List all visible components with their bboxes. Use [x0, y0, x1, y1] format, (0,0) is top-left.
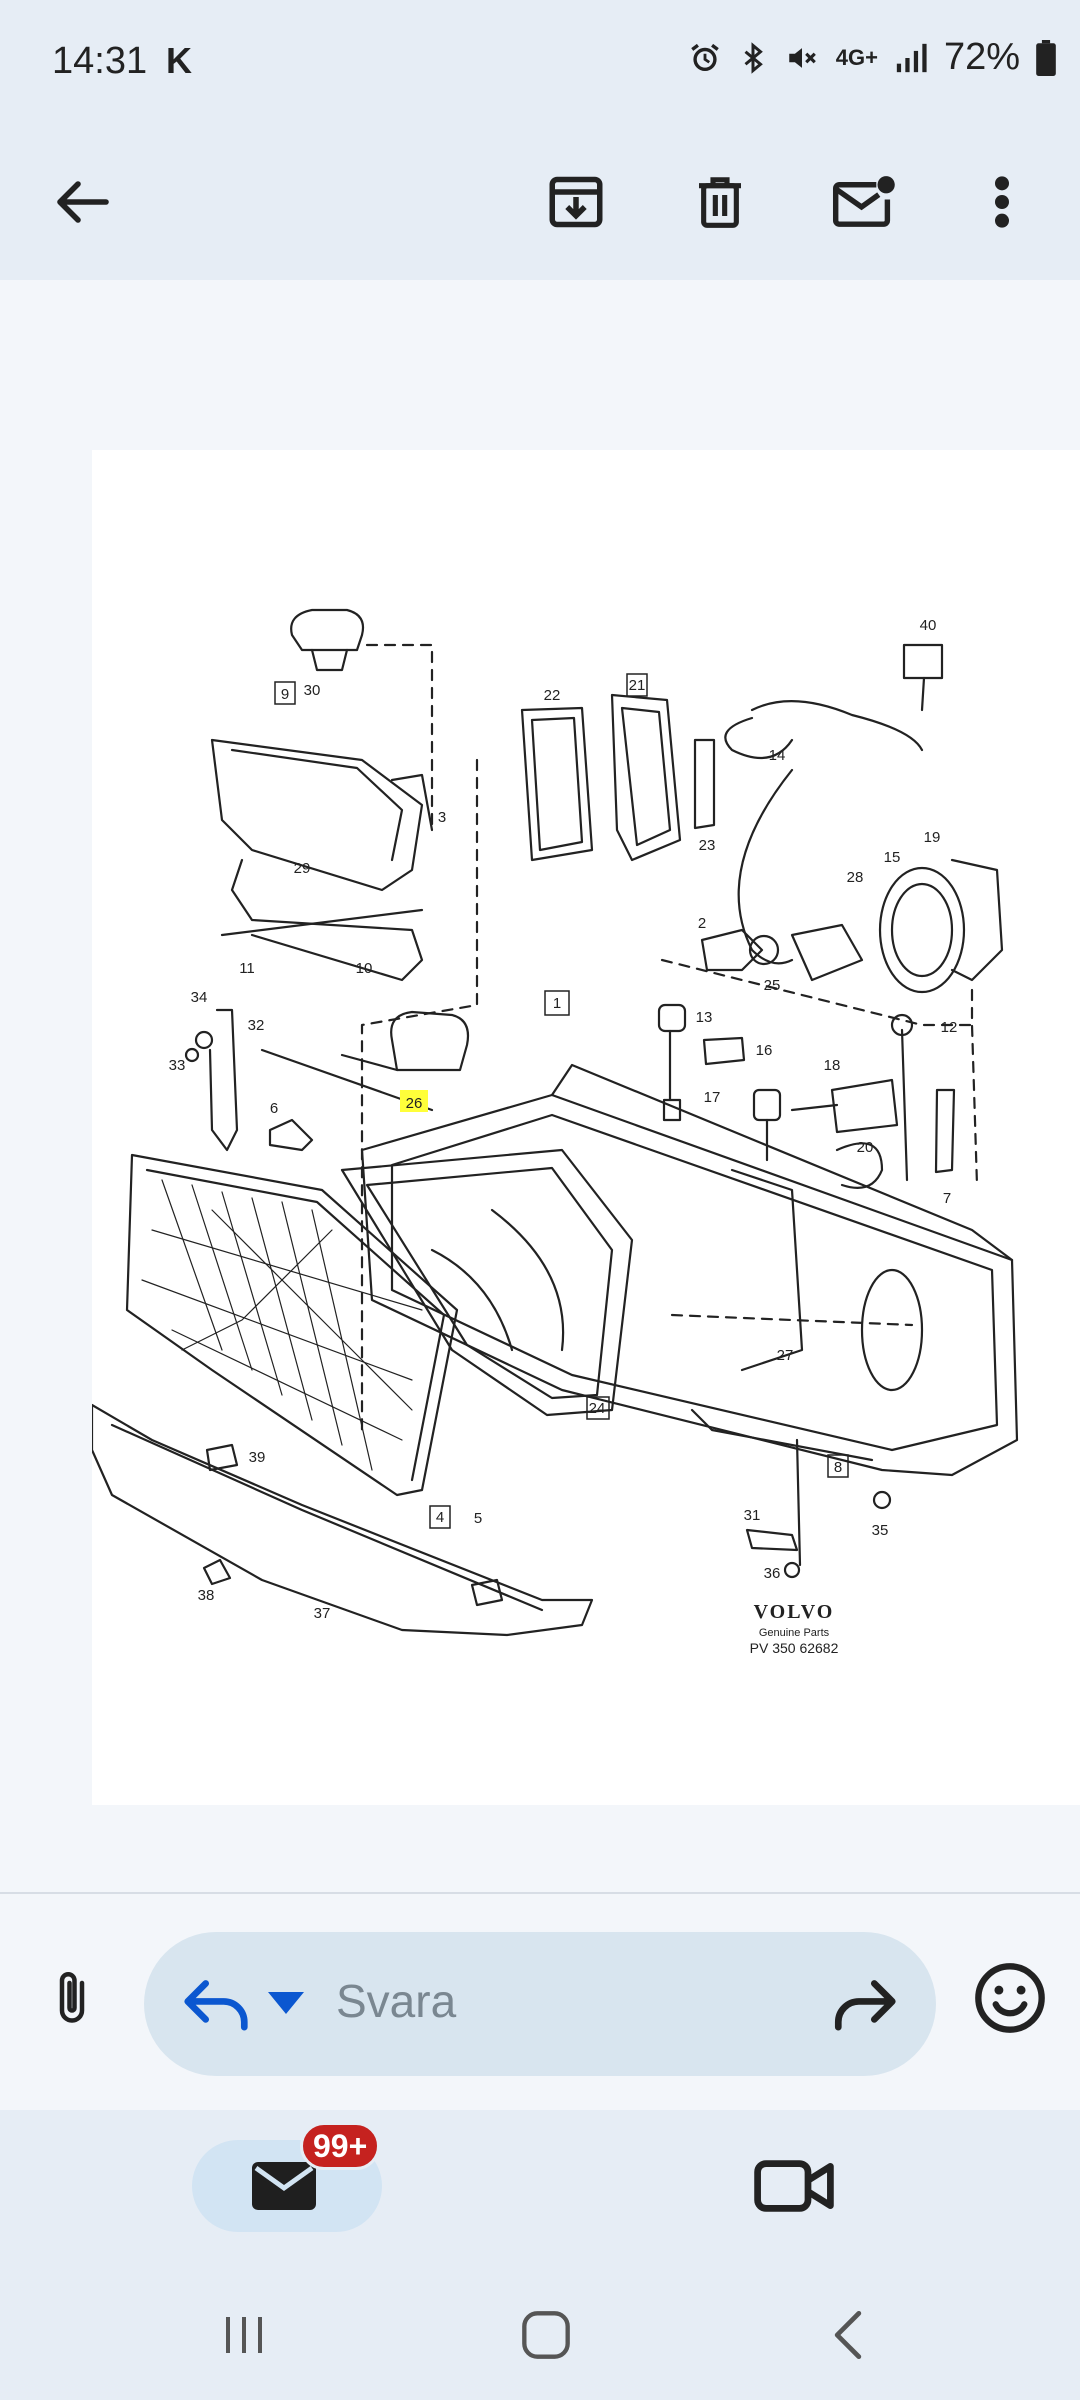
clock: 14:31: [52, 40, 148, 82]
forward-icon[interactable]: [828, 1972, 900, 2036]
part-label: 13: [696, 1009, 713, 1026]
reply-placeholder: Svara: [336, 1975, 457, 2027]
home-icon: [522, 2311, 570, 2359]
mute-icon: [788, 47, 816, 68]
reply-icon: [184, 1980, 248, 2031]
part-label: 4: [436, 1509, 444, 1526]
part-label: 21: [629, 677, 646, 694]
part-label: 27: [777, 1347, 794, 1364]
part-label: 33: [169, 1057, 186, 1074]
part-label: 19: [924, 829, 941, 846]
reply-divider: [0, 1892, 1080, 1894]
alarm-icon: [690, 43, 719, 71]
email-body: 30 9 29 3 11 10 22 21 23 14 40 19 15 28 …: [0, 280, 1080, 1892]
part-label: 25: [764, 977, 781, 994]
emoji-icon[interactable]: [972, 1960, 1048, 2036]
archive-icon: [549, 176, 603, 228]
reply-bar: Svara: [0, 1894, 1080, 2110]
chevron-down-icon[interactable]: [268, 1992, 304, 2016]
part-label: 37: [314, 1605, 331, 1622]
part-label: 26: [406, 1095, 423, 1112]
part-label: 15: [884, 849, 901, 866]
part-label: 2: [698, 915, 706, 932]
part-label: 3: [438, 809, 446, 826]
recent-apps-button[interactable]: [204, 2300, 284, 2370]
part-label: 36: [764, 1565, 781, 1582]
mark-unread-button[interactable]: [816, 154, 912, 250]
carrier-label: K: [166, 40, 192, 81]
part-label: 5: [474, 1510, 482, 1527]
signal-icon: [896, 43, 927, 72]
part-label: 16: [756, 1042, 773, 1059]
part-label: 23: [699, 837, 716, 854]
part-label: 10: [356, 960, 373, 977]
part-label: 22: [544, 687, 561, 704]
part-label: 17: [704, 1089, 721, 1106]
archive-button[interactable]: [528, 154, 624, 250]
diagram-subtitle: Genuine Parts: [759, 1627, 830, 1639]
reply-field[interactable]: Svara: [144, 1932, 936, 2076]
delete-button[interactable]: [672, 154, 768, 250]
part-label: 32: [248, 1017, 265, 1034]
video-camera-icon[interactable]: [752, 2150, 836, 2222]
part-label: 24: [589, 1400, 606, 1417]
part-label: 9: [281, 686, 289, 703]
part-label: 35: [872, 1522, 889, 1539]
part-label: 11: [239, 960, 255, 977]
more-vert-icon: [995, 176, 1009, 228]
part-label: 28: [847, 869, 864, 886]
part-label: 34: [191, 989, 208, 1006]
part-label: 12: [941, 1019, 958, 1036]
battery-percent: 72%: [943, 36, 1020, 78]
part-label: 20: [857, 1139, 874, 1156]
part-label: 6: [270, 1100, 278, 1117]
nav-mail-tab[interactable]: 99+: [192, 2122, 382, 2232]
part-label: 38: [198, 1587, 215, 1604]
part-label: 18: [824, 1057, 841, 1074]
unread-badge: 99+: [300, 2122, 381, 2170]
mark-unread-icon: [832, 176, 895, 227]
diagram-brand: VOLVO: [754, 1601, 835, 1623]
attach-button[interactable]: [40, 1958, 104, 2038]
more-options-button[interactable]: [954, 154, 1050, 250]
part-label: 30: [304, 682, 321, 699]
bluetooth-icon: [744, 41, 763, 74]
part-label: 7: [943, 1190, 951, 1207]
mail-icon: [252, 2162, 316, 2210]
part-label: 29: [294, 860, 311, 877]
system-back-button[interactable]: [808, 2300, 888, 2370]
diagram-part-number: PV 350 62682: [750, 1640, 839, 1656]
part-label: 40: [920, 617, 937, 634]
trash-icon: [699, 177, 741, 228]
attached-parts-diagram[interactable]: 30 9 29 3 11 10 22 21 23 14 40 19 15 28 …: [90, 450, 1080, 1805]
status-icons: 4G+ 72%: [688, 36, 1056, 79]
system-back-icon: [834, 2310, 862, 2360]
headlight-exploded-diagram: 30 9 29 3 11 10 22 21 23 14 40 19 15 28 …: [90, 608, 1019, 1656]
battery-icon: [1036, 39, 1056, 76]
recent-apps-icon: [226, 2317, 262, 2353]
part-label: 39: [249, 1449, 266, 1466]
home-button[interactable]: [506, 2300, 586, 2370]
back-arrow-icon: [57, 181, 109, 223]
part-label: 1: [553, 995, 561, 1012]
part-label: 31: [744, 1507, 761, 1524]
highlight-part-26: [400, 1090, 428, 1112]
paperclip-icon: [59, 1972, 85, 2023]
part-label: 14: [769, 747, 786, 764]
email-toolbar: [0, 124, 1080, 280]
status-bar: 14:31 K 4G+ 72%: [0, 0, 1080, 124]
4g-icon: 4G+: [835, 44, 878, 70]
bottom-navigation: 99+: [0, 2110, 1080, 2270]
system-navigation: [0, 2270, 1080, 2400]
back-button[interactable]: [34, 154, 130, 250]
part-label: 8: [834, 1459, 842, 1476]
